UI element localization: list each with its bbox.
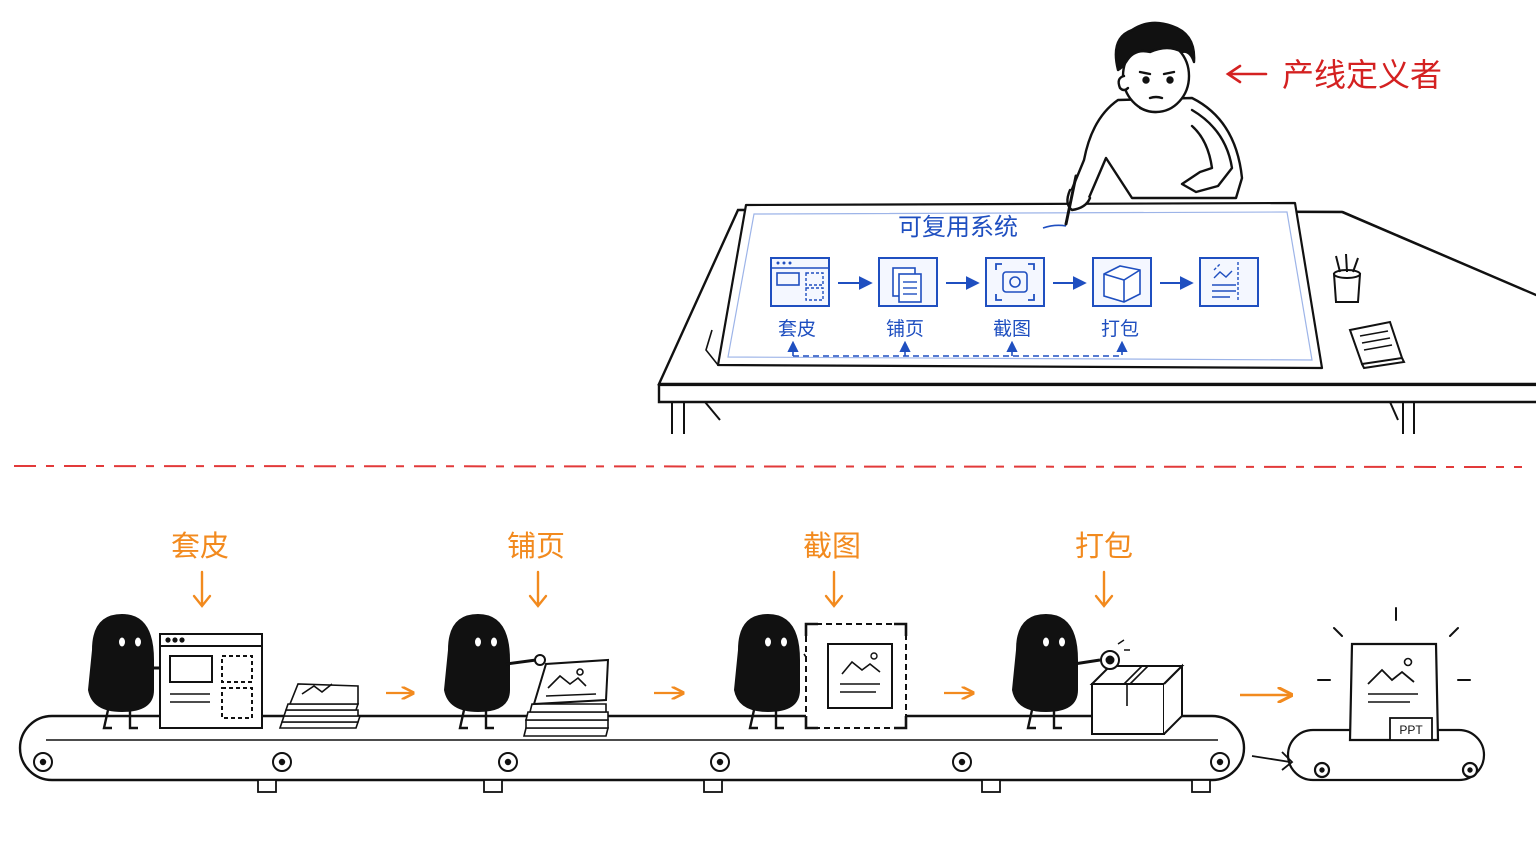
pencil-cup [1334,254,1360,302]
template-window [160,634,262,728]
section-divider [14,466,1522,467]
table-legs [672,402,1414,434]
worker-4 [1012,614,1100,728]
step-label-3: 截图 [993,318,1031,340]
role-arrow [1228,66,1266,82]
assembly-line: 套皮 铺页 截图 打包 [20,529,1484,792]
step-icon-output [1200,258,1258,306]
board-title: 可复用系统 [898,213,1018,241]
table-front-edge [659,384,1536,402]
step-label-2: 铺页 [886,318,924,340]
ppt-tag-label: PPT [1399,723,1423,737]
step-label-1: 套皮 [778,318,816,340]
package-box [1092,640,1182,734]
person-definer [1066,23,1242,224]
station-label-1: 套皮 [171,529,229,563]
step-icon-screenshot [986,258,1044,306]
step-icon-template [771,258,829,306]
station-label-4: 打包 [1075,529,1133,563]
screenshot-frame [806,624,906,728]
slide-sheet [534,660,608,704]
step-icon-box [1093,258,1151,306]
step-icon-pages [879,258,937,306]
definer-table-scene: 可复用系统 [659,23,1536,434]
output-slide: PPT [1318,608,1470,740]
station-label-3: 截图 [803,529,861,563]
step-label-4: 打包 [1101,318,1139,340]
station-label-2: 铺页 [507,529,565,563]
worker-1 [88,614,166,728]
page-stack-2 [524,660,608,736]
role-label: 产线定义者 [1282,56,1442,94]
page-stack-1 [280,684,360,728]
station-down-arrows [194,572,1112,606]
role-callout: 产线定义者 [1228,56,1442,94]
